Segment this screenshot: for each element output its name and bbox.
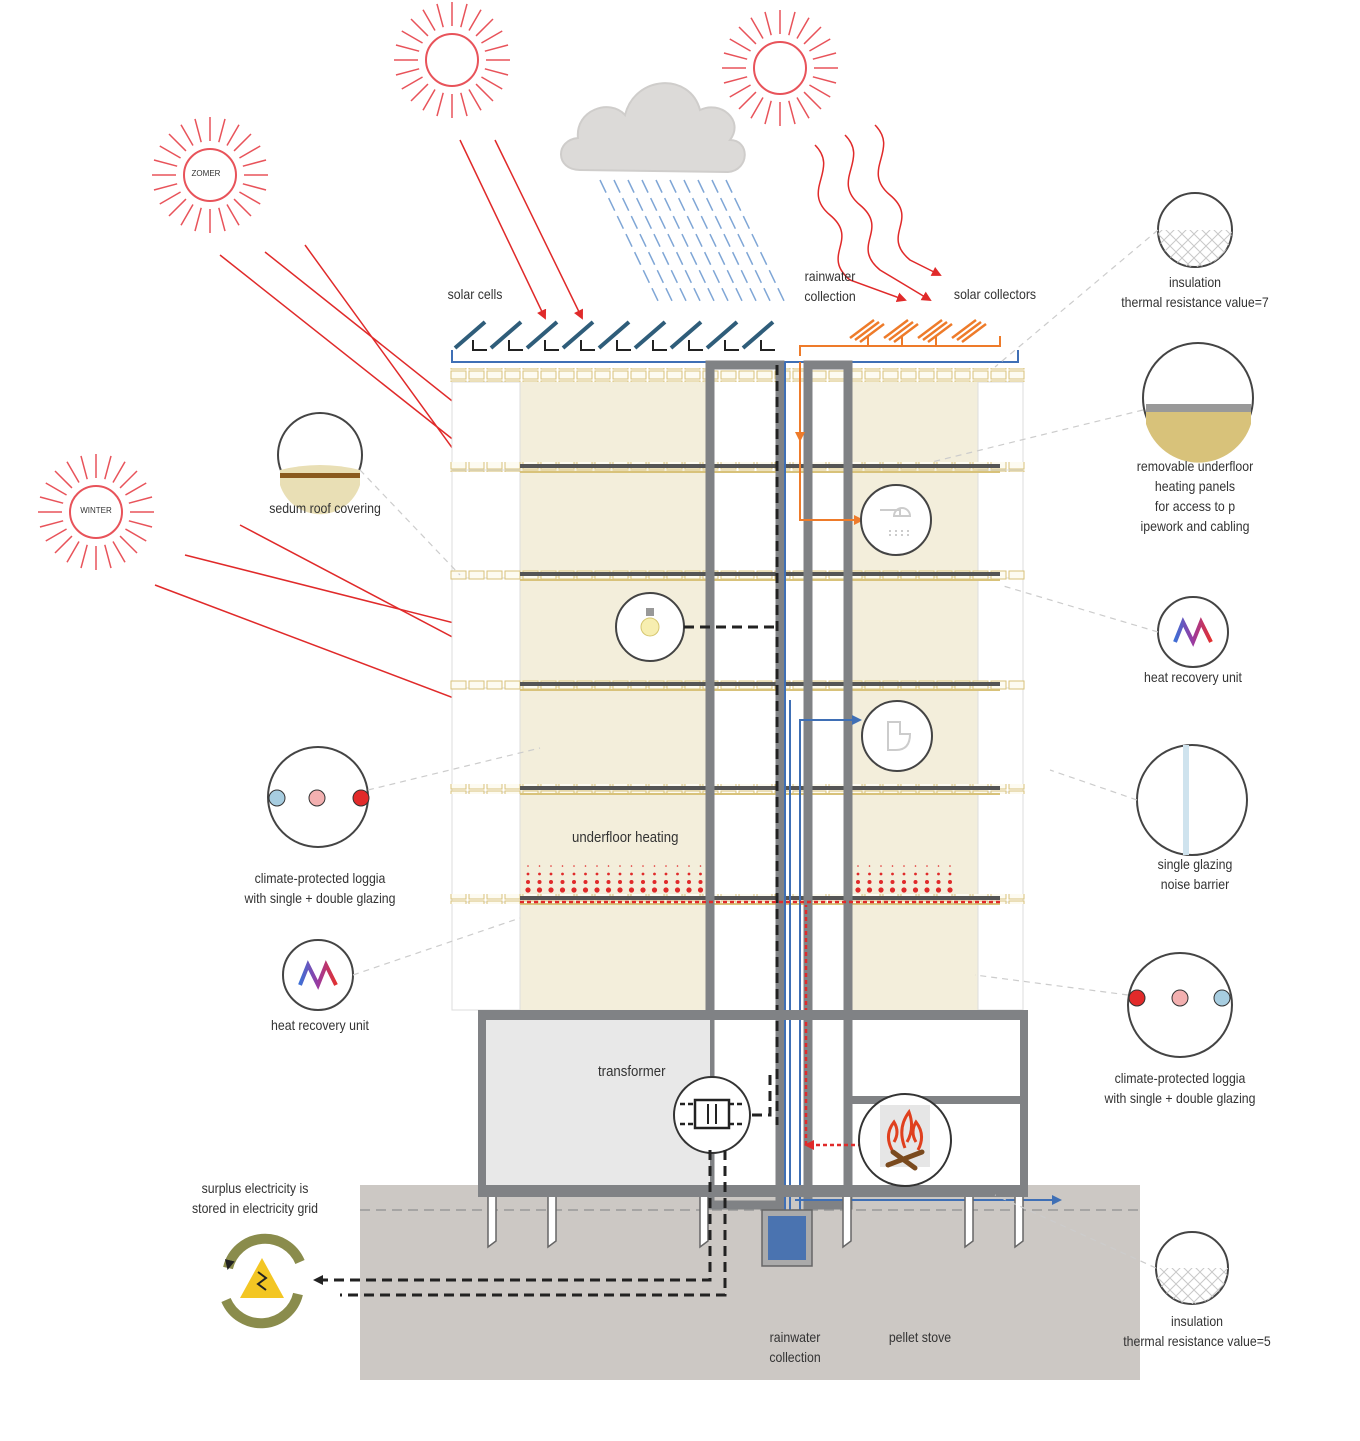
heat-recovery-right-label: heat recovery unit [1144, 669, 1242, 685]
solar-panel [597, 320, 631, 350]
solar-panel [561, 320, 595, 350]
pellet-stove-icon [858, 1093, 952, 1187]
loggia-left [451, 687, 521, 793]
toilet-icon [861, 700, 933, 772]
solar-collector [849, 319, 885, 343]
heat-recovery-left-label: heat recovery unit [271, 1017, 369, 1033]
pellet-stove-label: pellet stove [888, 1329, 952, 1345]
transformer-label: transformer [598, 1063, 666, 1080]
solar-collectors [849, 319, 987, 343]
surplus-electricity-label: surplus electricity is stored in electri… [191, 1180, 318, 1216]
sun-label-winter: WINTER [80, 506, 112, 515]
sun-icon-winter [38, 454, 154, 570]
pile [487, 1197, 497, 1249]
sedum-roof-label: sedum roof covering [269, 500, 381, 516]
light-bulb-icon [615, 592, 775, 662]
sun-icon-zomer [152, 117, 268, 233]
solar-panel [525, 320, 559, 350]
sun-icon-top-left [394, 2, 510, 118]
apartment-right [848, 902, 978, 1010]
loggia-left-label: climate-protected loggia with single + d… [244, 870, 396, 906]
loggia-left [451, 901, 521, 1011]
shower-icon [860, 484, 932, 556]
solar-panel [633, 320, 667, 350]
apartment-right [848, 382, 978, 470]
pile [699, 1197, 709, 1249]
pile [964, 1197, 974, 1249]
transformer-room [482, 1015, 710, 1185]
underfloor-panels-label: removable underfloor heating panels for … [1136, 458, 1254, 534]
loggia-right [977, 577, 1024, 689]
loggia-left [451, 791, 521, 903]
apartment-left [520, 902, 710, 1010]
apartment-right [848, 792, 978, 902]
solar-panel [669, 320, 703, 350]
apartment-left [520, 470, 710, 578]
roof-slab [450, 368, 1025, 382]
solar-panel [489, 320, 523, 350]
sun-icon-top-right [722, 10, 838, 126]
pile [1014, 1197, 1024, 1249]
underfloor-heating-label: underfloor heating [572, 829, 679, 846]
heat-recovery-icon-right [1157, 596, 1229, 668]
rainwater-collection-ground-label: rainwater collection [769, 1329, 821, 1365]
loggia-left [451, 577, 521, 689]
loggia-right-label: climate-protected loggia with single + d… [1104, 1070, 1256, 1106]
roof-blue-pipe [451, 350, 1019, 363]
solar-collectors-label: solar collectors [953, 286, 1037, 302]
insulation-top-label: insulation thermal resistance value=7 [1121, 274, 1269, 310]
solar-panel [741, 320, 775, 350]
suns [38, 2, 838, 570]
single-glazing-label: single glazing noise barrier [1157, 856, 1233, 892]
solar-cells-label: solar cells [447, 286, 503, 302]
apartment-left [520, 792, 710, 902]
loggia-left [451, 469, 521, 579]
rainwater-collection-roof-label: rainwater collection [804, 268, 856, 304]
callout-circles [267, 192, 1254, 1305]
solar-panel [705, 320, 739, 350]
apartment-left [520, 688, 710, 792]
solar-hot-water-pipe [799, 362, 864, 525]
grid-cables [313, 1070, 772, 1297]
collector-pipe [799, 336, 1001, 356]
solar-cells [453, 320, 775, 351]
solar-panel [453, 320, 487, 350]
loggia-right [977, 469, 1024, 579]
solar-collector [917, 319, 953, 343]
transformer-icon [673, 1076, 751, 1154]
water-pipe-up [799, 715, 862, 1230]
apartment-left [520, 382, 710, 470]
cloud-icon [560, 82, 746, 174]
core-shaft [705, 360, 853, 1210]
foundation-piles [487, 1197, 1024, 1249]
leader-lines [352, 229, 1159, 1269]
pile [842, 1197, 852, 1249]
apartment-right [848, 578, 978, 688]
noise-barrier-icon [1136, 744, 1248, 856]
building-floors [450, 381, 1025, 1011]
loggia-right [977, 901, 1024, 1011]
electricity-grid-icon [221, 1233, 305, 1329]
loggia-right [977, 381, 1024, 471]
sun-label-zomer: ZOMER [191, 169, 221, 178]
loggia-right [977, 791, 1024, 903]
loggia-right [977, 687, 1024, 793]
solar-collector [883, 319, 919, 343]
insulation-bottom-label: insulation thermal resistance value=5 [1123, 1313, 1271, 1349]
heat-waves [814, 124, 942, 302]
pile [547, 1197, 557, 1249]
solar-collector [951, 319, 987, 343]
rain-lines [599, 179, 787, 306]
loggia-left [451, 381, 521, 471]
underfloor-heating-dots [525, 865, 953, 893]
heat-recovery-icon-left [282, 939, 354, 1011]
